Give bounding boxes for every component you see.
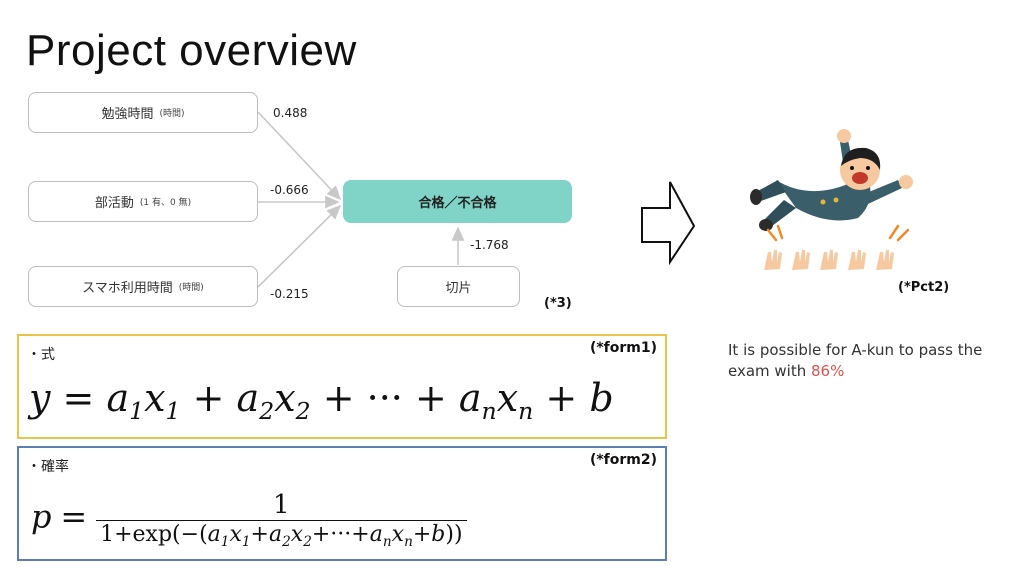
tossing-hands [764, 250, 894, 270]
cheer-lines [766, 224, 910, 242]
pass-probability: 86% [811, 362, 845, 380]
weight-label-phone-time: -0.215 [270, 287, 309, 301]
illustration-reference: (*Pct2) [898, 280, 950, 295]
input-node-club-activity: 部活動 (1 有、0 無) [28, 181, 258, 222]
formula-reference: (*form1) [589, 340, 657, 356]
formula-box-probability: ・確率 (*form2) p = 1 1+exp(−(a1x1+a2x2+···… [17, 446, 667, 561]
formula-label: ・式 [27, 347, 55, 363]
diagram-reference: (*3) [544, 296, 572, 311]
formula-box-linear: ・式 (*form1) y = a1x1 + a2x2 + ··· + anxn… [17, 334, 667, 439]
student-figure [750, 129, 913, 231]
result-caption: It is possible for A-kun to pass the exa… [728, 341, 983, 380]
weight-label-club: -0.666 [270, 183, 309, 197]
formula-label: ・確率 [27, 459, 69, 475]
formula-reference: (*form2) [589, 452, 657, 468]
big-right-arrow [641, 181, 696, 266]
intercept-node: 切片 [397, 266, 520, 307]
page-title: Project overview [26, 26, 357, 75]
edge-study-time [257, 111, 342, 201]
edge-phone-time [257, 204, 342, 288]
weight-label-intercept: -1.768 [470, 238, 509, 252]
input-node-phone-time: スマホ利用時間 (時間) [28, 266, 258, 307]
linear-formula: y = a1x1 + a2x2 + ··· + anxn + b [29, 376, 614, 426]
probability-formula: p = 1 1+exp(−(a1x1+a2x2+···+anxn+b)) [31, 490, 467, 550]
weight-label-study-time: 0.488 [273, 106, 308, 120]
input-node-study-time: 勉強時間 (時間) [28, 92, 258, 133]
cheering-student-illustration [750, 129, 913, 270]
output-node-pass-fail: 合格／不合格 [343, 180, 572, 223]
